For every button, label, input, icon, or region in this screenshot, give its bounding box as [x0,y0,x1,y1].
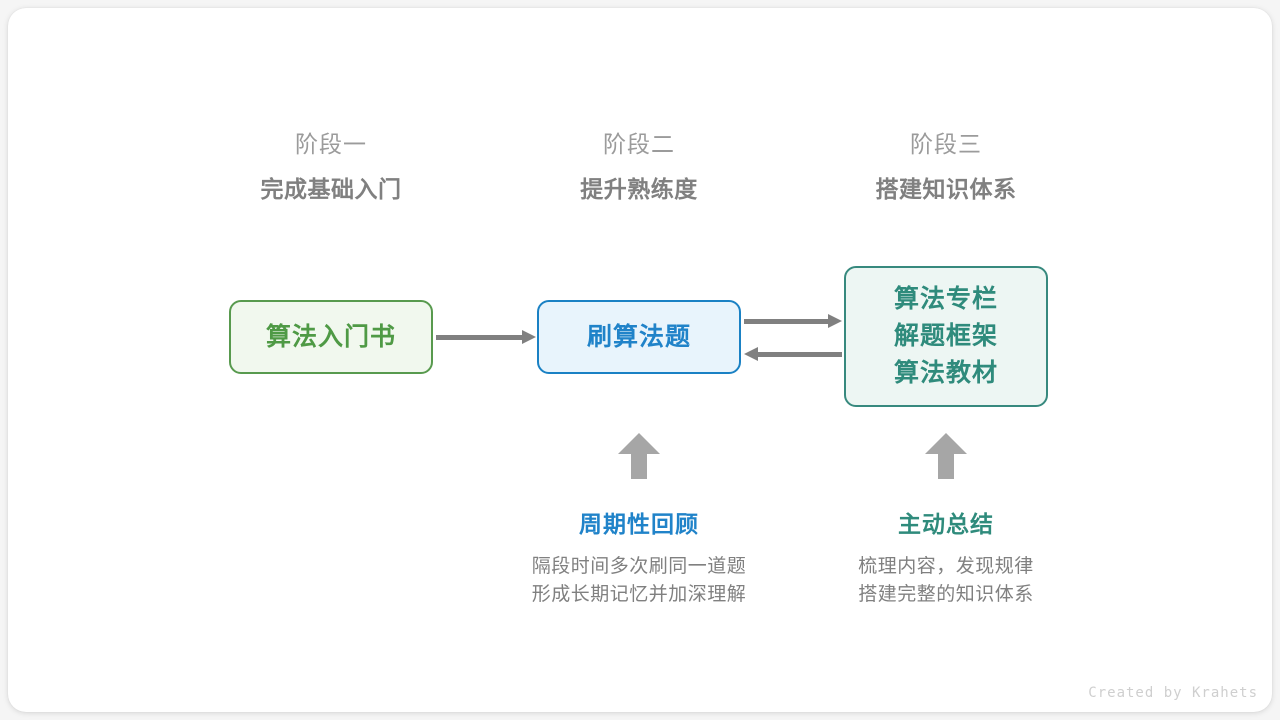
node-practice-problems[interactable]: 刷算法题 [537,300,741,374]
annotation-summary-desc-line-1: 梳理内容，发现规律 [858,556,1034,577]
annotation-summary-desc-line-2: 搭建完整的知识体系 [858,584,1034,605]
stage-3-title: 搭建知识体系 [875,176,1017,202]
arrow-head [828,314,842,328]
arrow-right-icon-book-to-practice [436,330,536,344]
annotation-review-desc-line-2: 形成长期记忆并加深理解 [531,584,747,605]
arrow-shaft [754,352,842,357]
stage-header-1: 阶段一 完成基础入门 [201,128,461,206]
credit-text: Created by Krahets [1088,685,1258,701]
arrow-up-icon-review [618,433,660,479]
arrow-right-icon-practice-to-resources [744,314,842,328]
arrow-shaft [744,319,832,324]
annotation-periodic-review: 周期性回顾 隔段时间多次刷同一道题 形成长期记忆并加深理解 [459,508,819,609]
node-resources-line-3: 算法教材 [893,359,998,387]
annotation-summary-description: 梳理内容，发现规律 搭建完整的知识体系 [766,553,1126,609]
annotation-review-title: 周期性回顾 [579,511,699,537]
node-practice-line-1: 刷算法题 [586,322,691,351]
arrow-head [744,347,758,361]
arrow-shaft [631,452,647,479]
node-learning-resources[interactable]: 算法专栏 解题框架 算法教材 [844,266,1048,407]
stage-3-label: 阶段三 [910,131,982,157]
annotation-review-desc-line-1: 隔段时间多次刷同一道题 [531,556,747,577]
arrow-up-icon-summary [925,433,967,479]
stage-header-3: 阶段三 搭建知识体系 [816,128,1076,206]
node-algorithm-intro-book[interactable]: 算法入门书 [229,300,433,374]
annotation-review-description: 隔段时间多次刷同一道题 形成长期记忆并加深理解 [459,553,819,609]
arrow-shaft [436,335,526,340]
stage-1-label: 阶段一 [295,131,367,157]
annotation-active-summary: 主动总结 梳理内容，发现规律 搭建完整的知识体系 [766,508,1126,609]
arrow-head [618,433,660,454]
arrow-shaft [938,452,954,479]
node-resources-line-2: 解题框架 [893,322,998,350]
arrow-left-icon-resources-to-practice [744,347,842,361]
stage-header-2: 阶段二 提升熟练度 [509,128,769,206]
stage-2-title: 提升熟练度 [580,176,698,202]
arrow-head [522,330,536,344]
node-resources-line-1: 算法专栏 [893,285,998,313]
annotation-summary-title: 主动总结 [898,511,994,537]
node-book-line-1: 算法入门书 [265,322,396,351]
stage-1-title: 完成基础入门 [260,176,402,202]
stage-2-label: 阶段二 [603,131,675,157]
arrow-head [925,433,967,454]
